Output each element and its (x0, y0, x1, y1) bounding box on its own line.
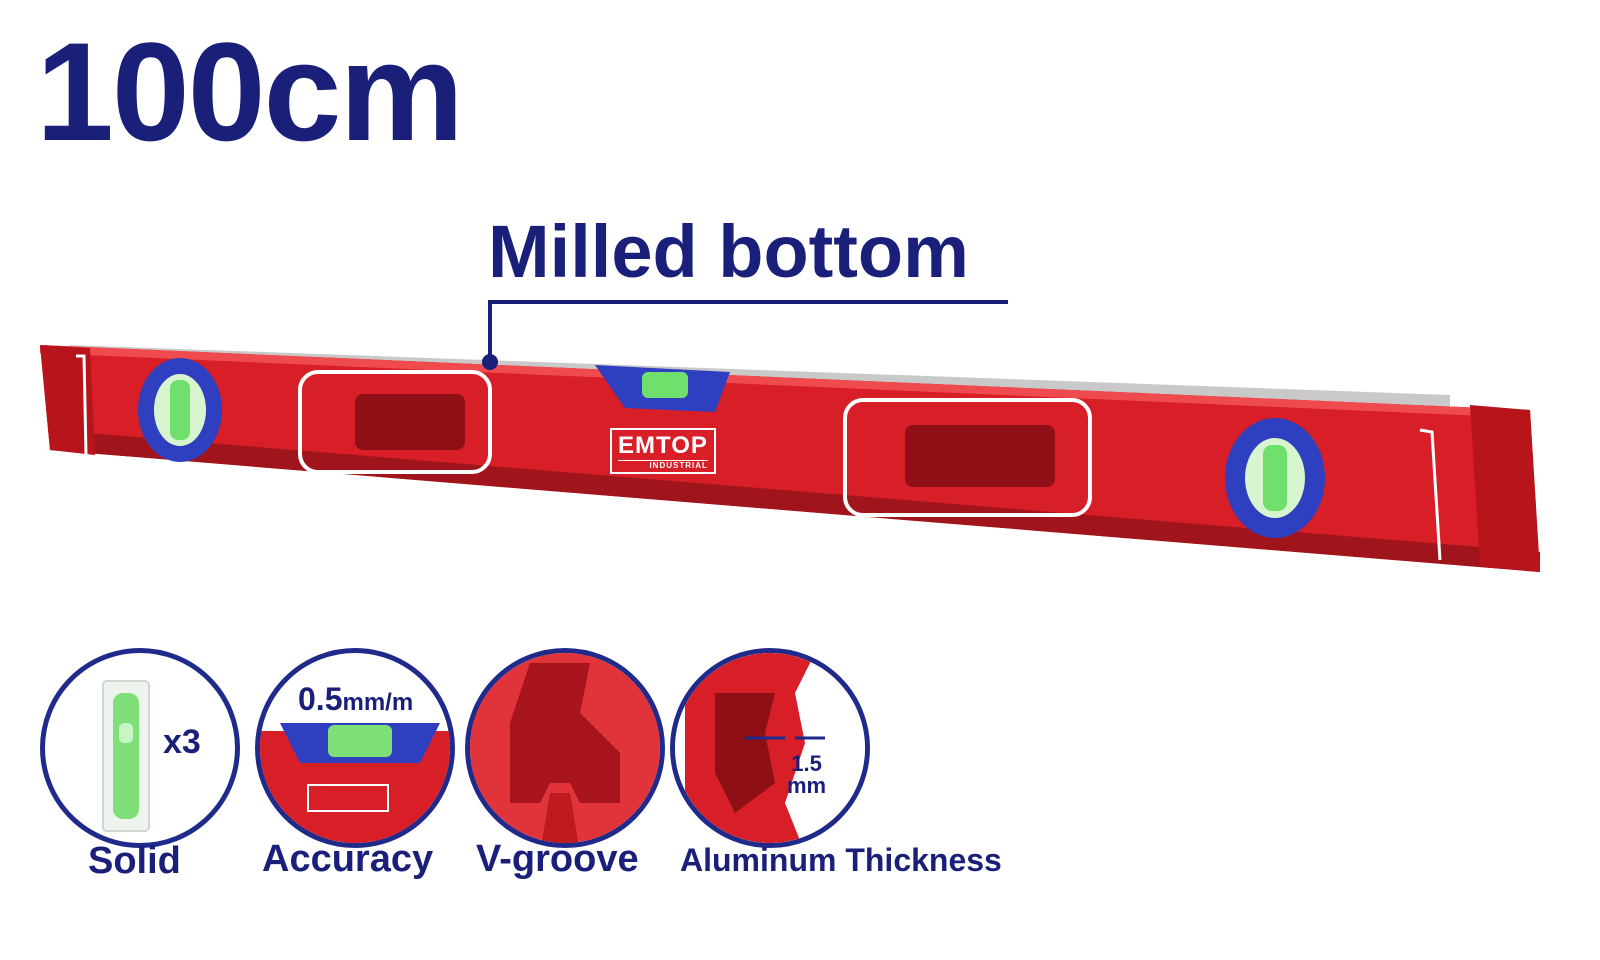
callout-label: Milled bottom (488, 210, 969, 293)
right-vial (1225, 418, 1325, 538)
left-handle (298, 370, 492, 474)
brand-name: EMTOP (618, 432, 708, 459)
thickness-unit: mm (787, 773, 827, 798)
thickness-value: 1.5 mm (787, 753, 826, 797)
brand-logo: EMTOP INDUSTRIAL (610, 428, 716, 474)
thickness-number: 1.5 (791, 751, 822, 776)
callout-dot (482, 354, 498, 370)
feature-accuracy-label: Accuracy (262, 838, 434, 880)
profile-thickness-icon (675, 653, 865, 843)
vial-count: x3 (163, 723, 201, 761)
length-heading: 100cm (36, 13, 464, 170)
feature-solid: x3 (40, 648, 240, 848)
left-vial (138, 358, 222, 462)
feature-aluminum-thickness: 1.5 mm (670, 648, 870, 848)
feature-solid-label: Solid (88, 840, 181, 882)
accuracy-unit: mm/m (342, 689, 414, 716)
left-end-cap (40, 345, 95, 455)
feature-aluminum-thickness-label: Aluminum Thickness (680, 842, 1002, 878)
callout-drop (488, 300, 492, 360)
feature-v-groove-label: V-groove (476, 838, 639, 880)
accuracy-number: 0.5 (298, 681, 343, 717)
brand-sub: INDUSTRIAL (618, 460, 708, 470)
right-end-cap (1470, 405, 1540, 572)
right-handle (843, 398, 1092, 517)
spirit-level-illustration (40, 345, 1540, 572)
vial-icon (102, 680, 150, 832)
feature-accuracy: 0.5mm/m (255, 648, 455, 848)
top-vial (595, 365, 730, 412)
callout-line (488, 300, 1008, 304)
accuracy-value: 0.5mm/m (298, 681, 413, 718)
top-vial-icon (260, 723, 450, 843)
v-groove-profile-icon (470, 653, 660, 843)
feature-v-groove (465, 648, 665, 848)
